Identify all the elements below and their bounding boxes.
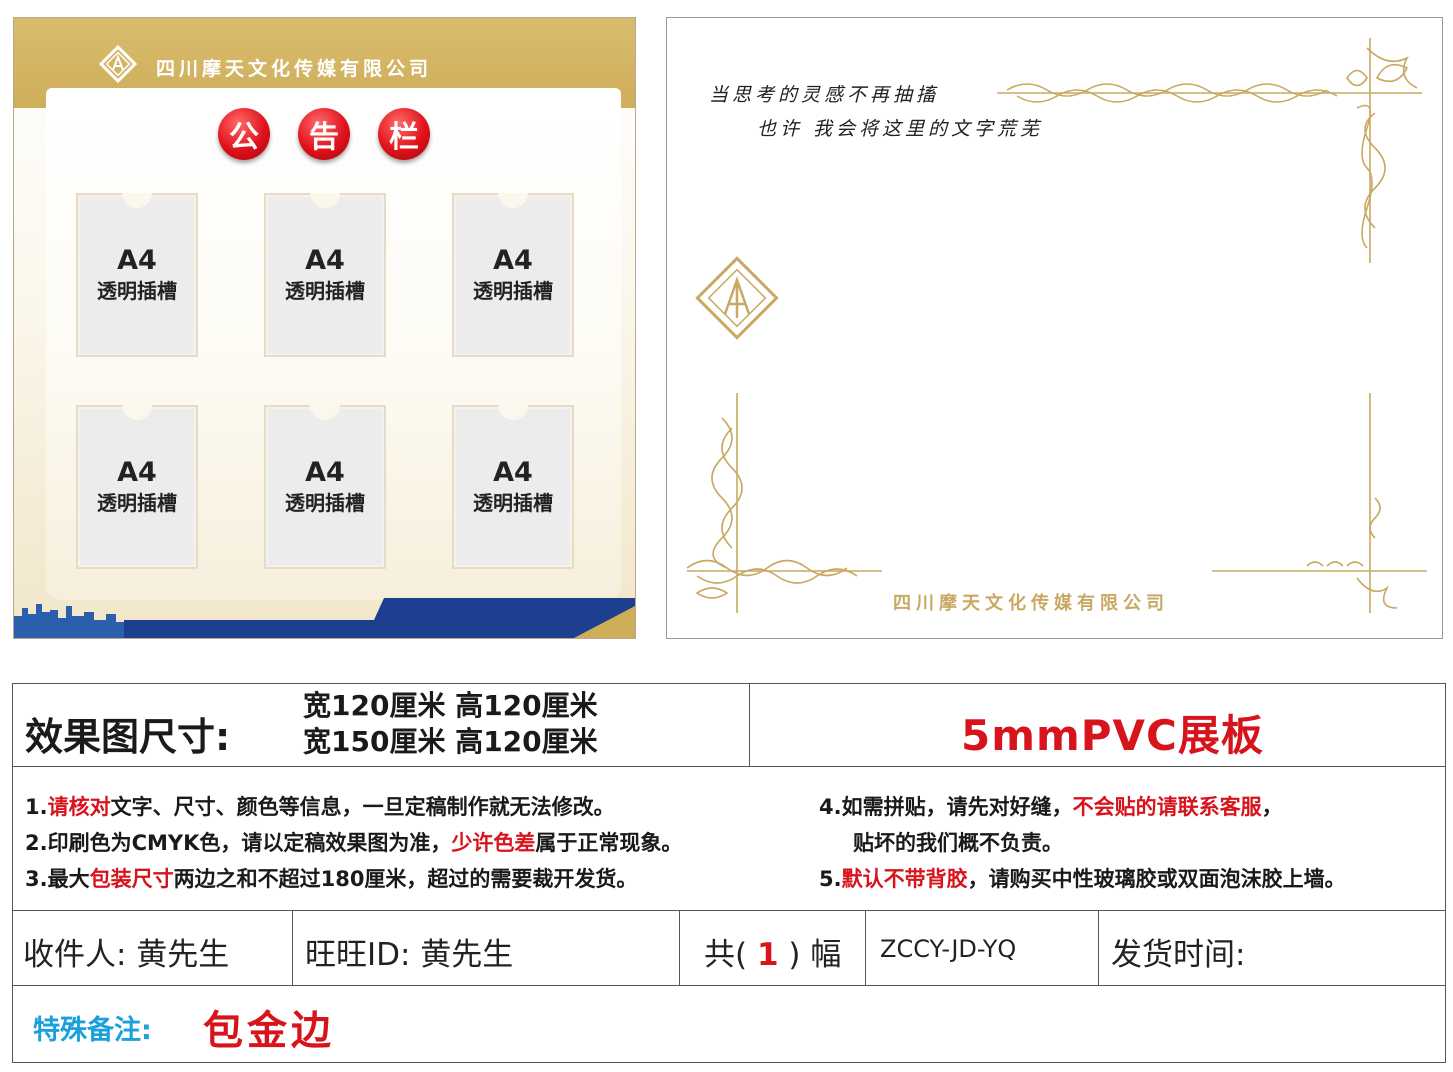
remark-row: 特殊备注: 包金边 xyxy=(13,986,1445,1062)
count-cell: 共( 1 ) 幅 xyxy=(680,911,866,985)
recipient-label: 收件人: 黄先生 xyxy=(23,937,230,973)
company-logo-icon xyxy=(98,44,138,84)
board-title-char: 公 xyxy=(218,108,270,160)
remark-value: 包金边 xyxy=(203,1008,335,1054)
board-company-name: 四川摩天文化传媒有限公司 xyxy=(156,58,433,80)
a4-slot: A4 透明插槽 xyxy=(264,405,386,569)
a4-slot: A4 透明插槽 xyxy=(76,405,198,569)
code-cell: ZCCY-JD-YQ xyxy=(866,911,1099,985)
slot-label: 透明插槽 xyxy=(473,279,553,303)
poem-line-1: 当思考的灵感不再抽搐 xyxy=(709,84,940,106)
slot-size: A4 xyxy=(305,457,345,488)
size-line-1: 宽120厘米 高120厘米 xyxy=(303,689,598,722)
a4-slot: A4 透明插槽 xyxy=(452,405,574,569)
size-row: 效果图尺寸: 宽120厘米 高120厘米 宽150厘米 高120厘米 5mmPV… xyxy=(13,684,1445,767)
print-count: 共( 1 ) 幅 xyxy=(704,937,842,973)
note-4-continued: 贴坏的我们概不负责。 xyxy=(853,831,1063,855)
slot-label: 透明插槽 xyxy=(97,491,177,515)
note-3: 3.最大包装尺寸两边之和不超过180厘米，超过的需要裁开发货。 xyxy=(25,867,638,891)
note-4: 4.如需拼贴，请先对好缝，不会贴的请联系客服， xyxy=(819,795,1283,819)
order-info-table: 效果图尺寸: 宽120厘米 高120厘米 宽150厘米 高120厘米 5mmPV… xyxy=(12,683,1446,1063)
shipping-row: 收件人: 黄先生 旺旺ID: 黄先生 共( 1 ) 幅 ZCCY-JD-YQ 发… xyxy=(13,911,1445,986)
slot-size: A4 xyxy=(117,457,157,488)
slot-label: 透明插槽 xyxy=(285,279,365,303)
certificate-frame-preview: 当思考的灵感不再抽搐 也许 我会将这里的文字荒芜 xyxy=(666,17,1443,639)
bulletin-board-preview: 四川摩天文化传媒有限公司 公 告 栏 A4 透明插槽 A4 透明插槽 A4 透明… xyxy=(13,17,636,639)
remark-label: 特殊备注: xyxy=(33,1015,152,1046)
size-label: 效果图尺寸: xyxy=(25,715,231,759)
slot-size: A4 xyxy=(117,245,157,276)
board-title: 公 告 栏 xyxy=(218,108,430,160)
note-5: 5.默认不带背胶，请购买中性玻璃胶或双面泡沫胶上墙。 xyxy=(819,867,1346,891)
frame-company-name: 四川摩天文化传媒有限公司 xyxy=(893,593,1169,614)
a4-slot: A4 透明插槽 xyxy=(452,193,574,357)
a4-slot: A4 透明插槽 xyxy=(264,193,386,357)
recipient-cell: 收件人: 黄先生 xyxy=(13,911,293,985)
slot-label: 透明插槽 xyxy=(285,491,365,515)
a4-slot: A4 透明插槽 xyxy=(76,193,198,357)
material-label: 5mmPVC展板 xyxy=(961,711,1264,760)
slot-label: 透明插槽 xyxy=(97,279,177,303)
gold-ornament-border-icon xyxy=(686,38,1427,613)
size-line-2: 宽150厘米 高120厘米 xyxy=(303,725,598,758)
slot-label: 透明插槽 xyxy=(473,491,553,515)
note-1: 1.请核对文字、尺寸、颜色等信息，一旦定稿制作就无法修改。 xyxy=(25,795,615,819)
product-code: ZCCY-JD-YQ xyxy=(880,935,1017,963)
wangwang-cell: 旺旺ID: 黄先生 xyxy=(293,911,680,985)
wangwang-id: 旺旺ID: 黄先生 xyxy=(305,937,514,973)
slot-size: A4 xyxy=(493,457,533,488)
board-title-char: 栏 xyxy=(378,108,430,160)
board-title-char: 告 xyxy=(298,108,350,160)
ship-time-label: 发货时间: xyxy=(1111,937,1246,973)
ship-time-cell: 发货时间: xyxy=(1099,911,1444,985)
note-2: 2.印刷色为CMYK色，请以定稿效果图为准，少许色差属于正常现象。 xyxy=(25,831,683,855)
board-footer-skyline xyxy=(14,598,635,638)
slot-size: A4 xyxy=(493,245,533,276)
size-values: 宽120厘米 高120厘米 宽150厘米 高120厘米 xyxy=(303,688,598,760)
poem-line-2: 也许 我会将这里的文字荒芜 xyxy=(757,118,1044,140)
notes-row: 1.请核对文字、尺寸、颜色等信息，一旦定稿制作就无法修改。 2.印刷色为CMYK… xyxy=(13,767,1445,911)
slot-size: A4 xyxy=(305,245,345,276)
